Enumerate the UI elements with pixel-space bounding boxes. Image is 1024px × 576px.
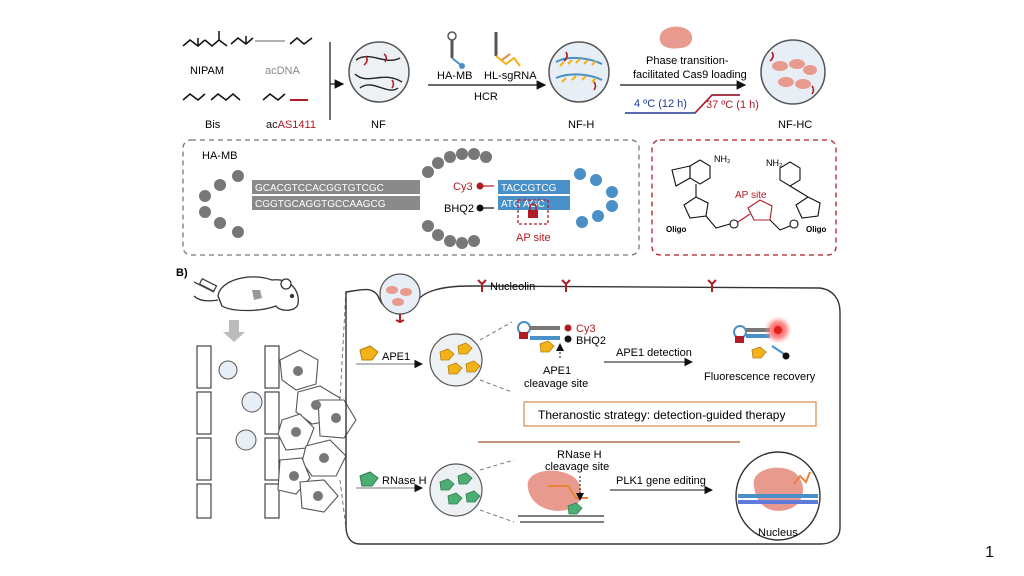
cas9-blob [659,26,693,49]
plk1-label: PLK1 gene editing [616,475,706,487]
hlsgrna-icon [494,32,521,67]
tumor-cells [277,349,357,513]
rnase-site-line1: RNase H [557,449,602,461]
chem-structure [671,159,821,231]
acas1411-label: acAS1411 [266,119,316,131]
theranostic-text: Theranostic strategy: detection-guided t… [538,408,785,422]
nfhc-label: NF-HC [778,119,812,131]
lock-icon [528,203,538,218]
hlsgrna-label: HL-sgRNA [484,70,537,82]
beacon-detail [517,321,572,358]
phase-line2: facilitated Cas9 loading [633,69,747,81]
nfh-label: NF-H [568,119,594,131]
down-arrow-icon [223,320,245,342]
warm-label: 37 ºC (1 h) [706,99,759,111]
panel-b-label: B) [176,267,188,279]
hairpin-title: HA-MB [202,150,237,162]
gray-duplex-bottom [252,196,420,210]
rnase-site-line2: cleavage site [545,461,609,473]
chem-oligo2: Oligo [806,225,827,234]
chem-ap-site: AP site [735,190,767,201]
blue-bottom-strand: ATG AGC [501,199,545,210]
rnaseh-enzyme-icon [359,471,379,487]
blue-duplex-top [498,180,570,194]
zoom-rnase-top [479,459,515,471]
hcr-label: HCR [474,91,498,103]
nucleus [735,451,821,541]
hamb-label: HA-MB [437,70,472,82]
nf-label: NF [371,119,386,131]
blue-top-strand: TACCGTCG [501,183,557,194]
zoom-ape1-bottom [479,379,513,393]
nf-sphere [348,41,410,103]
bhq2-dot [476,204,484,212]
chem-nh2a: NH₂ [714,154,731,164]
ape1-enzyme-icon [359,345,379,361]
zoom-rnase-bottom [479,509,515,523]
phase-line1: Phase transition- [646,55,729,67]
ape1-site-line2: cleavage site [524,378,588,390]
blue-duplex-bottom [498,196,570,210]
ape1-particle [429,333,483,387]
nucleus-label: Nucleus [758,527,798,539]
acas1411-structure [262,93,308,101]
ap-site-label: AP site [516,232,551,244]
zoom-line-top [339,289,347,401]
chem-panel [651,139,837,256]
acdna-label: acDNA [265,65,301,77]
blue-tail [574,168,618,228]
cell-membrane [345,285,841,545]
cy3-dot [476,182,484,190]
beacon-bhq2: BHQ2 [576,335,606,347]
blood-vessel [196,345,280,519]
nipam-label: NIPAM [190,65,224,77]
syringe-icon [193,277,218,293]
endocytosis-particle [379,273,421,324]
cold-label: 4 ºC (12 h) [634,98,687,110]
rnase-cleavage-detail [518,470,604,523]
zoom-line-bottom [339,479,347,529]
ap-site-box [517,199,549,225]
top-strand: GCACGTCCACGGTGTCGC [255,183,384,194]
hamb-icon [447,31,465,69]
rnaseh-label: RNase H [382,475,427,487]
bis-label: Bis [205,119,221,131]
ape1-site-line1: APE1 [543,365,571,377]
nfh-sphere [548,41,610,103]
ape1-detection-label: APE1 detection [616,347,692,359]
chem-nh2b: NH₂ [766,158,783,168]
zoom-ape1-top [479,321,513,341]
vessel-nanoparticles [218,360,263,451]
beacon-cy3: Cy3 [576,323,596,335]
nucleolin-label: Nucleolin [490,281,535,293]
ape1-label: APE1 [382,351,410,363]
right-arc [422,148,492,249]
gray-duplex-top [252,180,420,194]
cy3-label: Cy3 [453,181,473,193]
acdna-structure [230,36,313,45]
rnaseh-particle [429,463,483,517]
nfhc-sphere [760,39,826,105]
left-loop [199,170,244,238]
slide-number: 1 [985,544,994,561]
bis-structure [182,93,241,101]
chem-oligo1: Oligo [666,225,687,234]
fluorescence-detail [733,316,792,360]
hairpin-panel [182,139,640,256]
fluorescence-label: Fluorescence recovery [704,371,816,383]
nipam-structure [182,31,228,47]
theranostic-box [523,401,817,427]
temp-profile-warm [694,94,740,114]
bhq2-label: BHQ2 [444,203,474,215]
mouse-icon [193,276,299,312]
bottom-strand: CGGTGCAGGTGCCAAGCG [255,199,386,210]
nucleolin-receptors [477,279,717,292]
